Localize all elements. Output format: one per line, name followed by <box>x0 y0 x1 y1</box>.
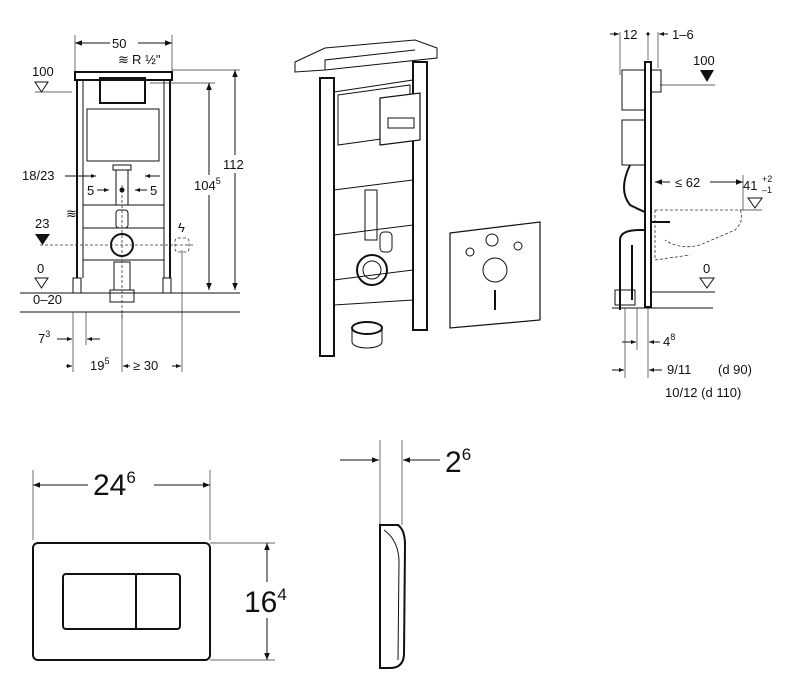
water-supply-icon: ≋ <box>66 206 77 221</box>
water-connection-label: R ½" <box>132 52 161 67</box>
isometric-view <box>294 39 541 357</box>
level-0-side-label: 0 <box>703 261 710 276</box>
flush-plate-opening <box>99 77 146 104</box>
iso-flush-plate <box>379 92 421 146</box>
pipe-small-label: 9/11 <box>667 362 691 377</box>
seat-tol-plus: +2 <box>762 174 772 184</box>
level-100-side-label: 100 <box>693 53 715 68</box>
drain-offset-label: 195 <box>90 356 109 373</box>
plate-width-label: 246 <box>93 468 136 502</box>
water-icon: ≋ <box>118 52 129 67</box>
frame-profile <box>644 61 652 308</box>
height-main-label: 1045 <box>194 176 221 193</box>
depth-label: 12 <box>623 27 637 42</box>
width-label: 50 <box>112 36 126 51</box>
level-23-label: 23 <box>35 216 49 231</box>
bowl-depth-label: ≤ 62 <box>675 175 700 190</box>
plate-height-label: 164 <box>244 585 287 619</box>
sound-insulation-pad <box>449 221 541 329</box>
level-100-label: 100 <box>32 64 54 79</box>
pipe-small-d-label: (d 90) <box>718 362 752 377</box>
flush-buttons <box>62 573 181 630</box>
power-offset-label: ≥ 30 <box>133 358 158 373</box>
offset-right-label: 5 <box>150 183 157 198</box>
leg-offset-label: 73 <box>38 329 50 346</box>
spacing-label: 18/23 <box>22 168 55 183</box>
plate-profile <box>379 524 407 669</box>
flush-plate-side-view: 26 <box>340 440 471 669</box>
level-0-label: 0 <box>37 261 44 276</box>
height-total-label: 112 <box>223 157 244 172</box>
plate-thickness-label: 26 <box>445 445 471 479</box>
pipe-large-label: 10/12 (d 110) <box>665 385 741 400</box>
offset-left-label: 5 <box>87 183 94 198</box>
power-icon: ϟ <box>178 220 185 235</box>
frame-depth-label: 48 <box>663 332 675 349</box>
wall-range-label: 1–6 <box>672 27 694 42</box>
seat-tol-minus: –1 <box>762 185 772 195</box>
side-view: 12 1–6 100 ≤ 62 41 +2 –1 0 48 9/11 (d 90… <box>610 27 772 400</box>
flush-plate <box>32 542 211 661</box>
seat-height-label: 41 <box>743 178 757 193</box>
cistern <box>86 108 160 162</box>
floor-range-label: 0–20 <box>33 292 62 307</box>
front-view: 50 R ½" ≋ ϟ ≋ 100 18/23 5 5 23 0 0–20 10… <box>20 35 250 373</box>
flush-plate-front-view: 246 164 <box>32 462 305 661</box>
